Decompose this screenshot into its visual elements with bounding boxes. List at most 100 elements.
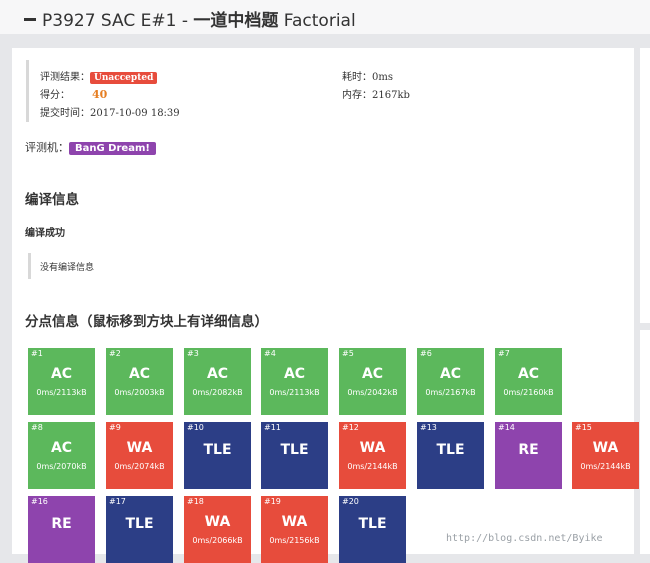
submit-row: 提交时间：2017-10-09 18:39 bbox=[40, 104, 180, 119]
testcase-detail: 0ms/2113kB bbox=[36, 388, 87, 397]
score-label: 得分： bbox=[40, 90, 70, 101]
memory-row: 内存：2167kb bbox=[342, 86, 410, 101]
title-prefix: P3927 SAC E#1 - bbox=[42, 11, 194, 31]
judger-badge: BanG Dream! bbox=[69, 142, 156, 155]
memory-label: 内存： bbox=[342, 90, 372, 101]
compile-message-block: 没有编译信息 bbox=[28, 253, 431, 279]
testcase-detail: 0ms/2074kB bbox=[114, 462, 165, 471]
compile-status: 编译成功 bbox=[25, 228, 65, 239]
compile-message: 没有编译信息 bbox=[40, 263, 95, 273]
testcase-detail: 0ms/2113kB bbox=[269, 388, 320, 397]
testcase-status: RE bbox=[51, 516, 72, 532]
status-row: 评测结果：Unaccepted bbox=[40, 68, 158, 84]
testcase-status: WA bbox=[359, 440, 386, 456]
title-main: 一道中档题 bbox=[193, 11, 279, 31]
compile-heading: 编译信息 bbox=[25, 192, 79, 208]
testcase-number: #20 bbox=[342, 497, 359, 506]
status-label: 评测结果： bbox=[40, 72, 90, 83]
testcase-status: AC bbox=[50, 440, 73, 456]
testcase-number: #2 bbox=[109, 349, 121, 358]
testcase-number: #10 bbox=[187, 423, 204, 432]
title-suffix: Factorial bbox=[278, 11, 356, 31]
testcase-number: #17 bbox=[109, 497, 126, 506]
submit-label: 提交时间： bbox=[40, 108, 90, 119]
side-panel-bottom bbox=[640, 330, 650, 554]
testcase-status: AC bbox=[283, 366, 306, 382]
page-title: P3927 SAC E#1 - 一道中档题 Factorial bbox=[24, 6, 356, 31]
watermark: http://blog.csdn.net/Byike bbox=[446, 533, 603, 544]
judger-row: 评测机：BanG Dream! bbox=[25, 139, 156, 155]
testcase-number: #13 bbox=[420, 423, 437, 432]
memory-value: 2167kb bbox=[372, 90, 410, 101]
testcase-status: AC bbox=[361, 366, 384, 382]
testcase-number: #15 bbox=[575, 423, 592, 432]
testcase-detail: 0ms/2082kB bbox=[192, 388, 243, 397]
testcase-number: #11 bbox=[264, 423, 281, 432]
judger-label: 评测机： bbox=[25, 141, 69, 154]
testcase-status: AC bbox=[517, 366, 540, 382]
testcase-detail: 0ms/2144kB bbox=[580, 462, 631, 471]
testcase-detail: 0ms/2066kB bbox=[192, 536, 243, 545]
testcase-status: TLE bbox=[436, 442, 465, 458]
points-heading: 分点信息（鼠标移到方块上有详细信息） bbox=[25, 314, 268, 330]
testcase-number: #6 bbox=[420, 349, 432, 358]
testcase-status: TLE bbox=[358, 516, 387, 532]
testcase-number: #12 bbox=[342, 423, 359, 432]
testcase-number: #3 bbox=[187, 349, 199, 358]
score-row: 得分： 40 bbox=[40, 86, 107, 101]
testcase-number: #8 bbox=[31, 423, 43, 432]
time-value: 0ms bbox=[372, 72, 393, 83]
testcase-status: WA bbox=[126, 440, 153, 456]
testcase-number: #14 bbox=[498, 423, 515, 432]
time-row: 耗时：0ms bbox=[342, 68, 393, 83]
testcase-detail: 0ms/2160kB bbox=[503, 388, 554, 397]
testcase-status: AC bbox=[50, 366, 73, 382]
side-panel-top bbox=[640, 48, 650, 323]
testcase-status: WA bbox=[592, 440, 619, 456]
testcase-status: TLE bbox=[280, 442, 309, 458]
testcase-detail: 0ms/2070kB bbox=[36, 462, 87, 471]
testcase-number: #18 bbox=[187, 497, 204, 506]
status-badge: Unaccepted bbox=[90, 72, 158, 84]
testcase-status: WA bbox=[204, 514, 231, 530]
result-summary: 评测结果：Unaccepted 得分： 40 提交时间：2017-10-09 18… bbox=[26, 60, 589, 122]
testcase-number: #7 bbox=[498, 349, 510, 358]
page-header: P3927 SAC E#1 - 一道中档题 Factorial bbox=[0, 0, 650, 34]
title-dash-icon bbox=[24, 17, 36, 21]
testcase-number: #4 bbox=[264, 349, 276, 358]
testcase-detail: 0ms/2156kB bbox=[269, 536, 320, 545]
testcase-status: AC bbox=[128, 366, 151, 382]
testcase-number: #16 bbox=[31, 497, 48, 506]
score-value: 40 bbox=[92, 88, 108, 101]
testcase-status: RE bbox=[518, 442, 539, 458]
testcase-detail: 0ms/2003kB bbox=[114, 388, 165, 397]
testcase-status: TLE bbox=[125, 516, 154, 532]
testcase-status: AC bbox=[439, 366, 462, 382]
testcase-status: TLE bbox=[203, 442, 232, 458]
submit-time: 2017-10-09 18:39 bbox=[90, 108, 180, 119]
testcase-detail: 0ms/2167kB bbox=[425, 388, 476, 397]
testcase-number: #9 bbox=[109, 423, 121, 432]
testcase-number: #19 bbox=[264, 497, 281, 506]
time-label: 耗时： bbox=[342, 72, 372, 83]
